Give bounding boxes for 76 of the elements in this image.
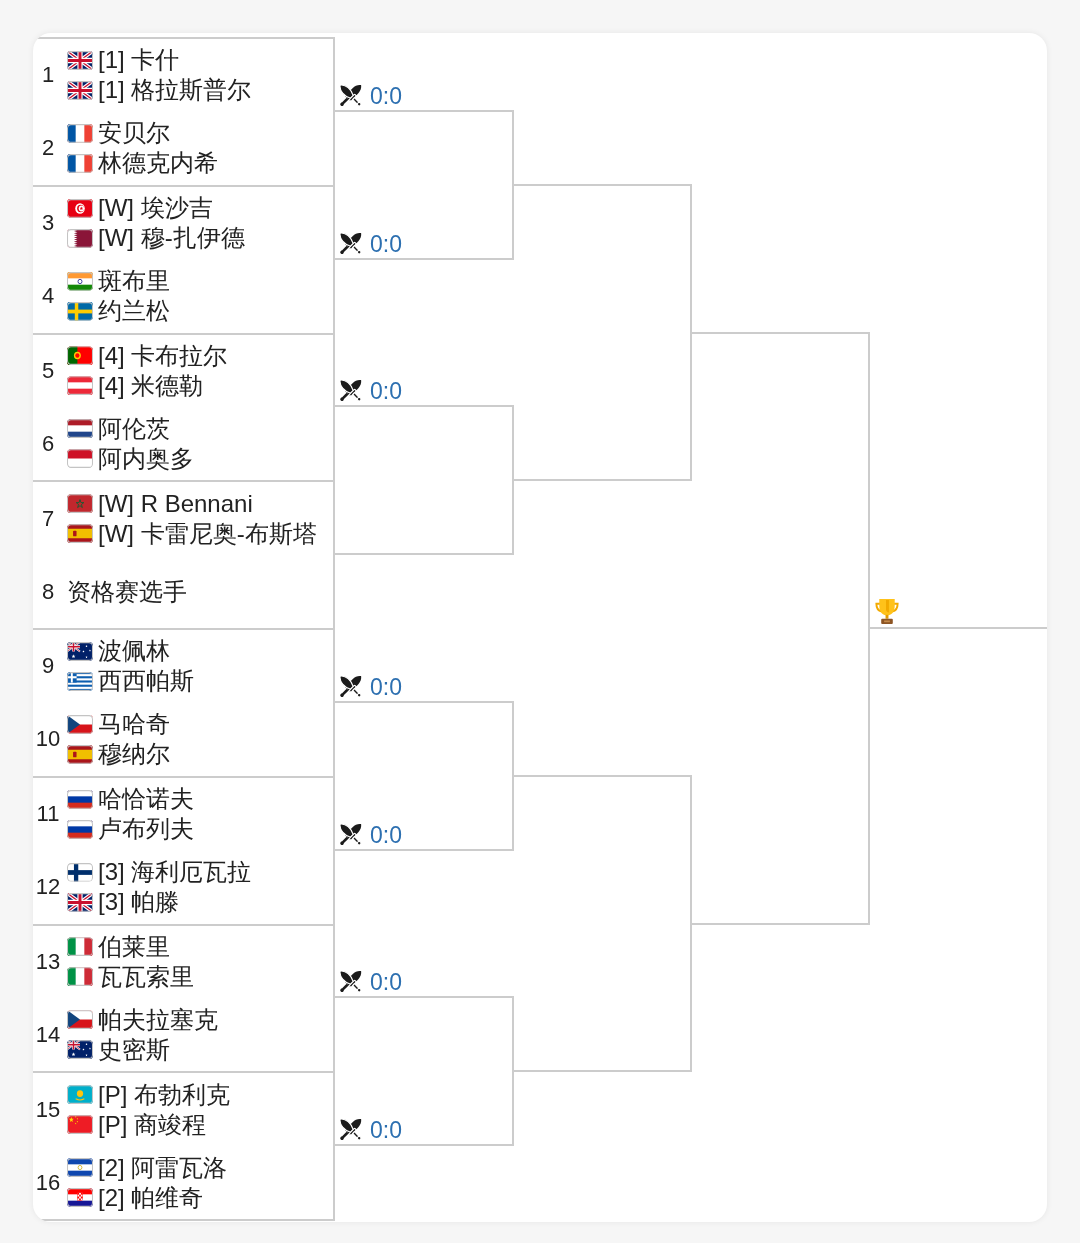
player-name: 帕夫拉塞克 <box>98 1005 218 1034</box>
match-box <box>33 923 335 1072</box>
player-name: [3] 帕滕 <box>98 888 180 917</box>
draw-number: 3 <box>41 210 55 237</box>
bracket-line <box>868 627 1047 629</box>
match-box <box>33 184 335 333</box>
match-score: 0:0 <box>370 230 402 257</box>
match-score: 0:0 <box>370 1117 402 1144</box>
player-name: 安贝尔 <box>98 119 170 148</box>
player-name: [W] 卡雷尼奥-布斯塔 <box>98 519 317 548</box>
draw-number: 10 <box>35 726 61 753</box>
match-score: 0:0 <box>370 82 402 109</box>
player-name: [W] 穆-扎伊德 <box>98 224 245 253</box>
draw-number: 9 <box>41 653 55 680</box>
draw-number: 8 <box>41 578 55 605</box>
player-name: 卢布列夫 <box>98 815 194 844</box>
player-name: [P] 布勃利克 <box>98 1080 230 1109</box>
draw-number: 11 <box>36 801 60 828</box>
bracket-line <box>334 1070 514 1147</box>
bracket-line <box>334 774 514 851</box>
player-name: [W] 埃沙吉 <box>98 194 213 223</box>
draw-number: 5 <box>41 357 55 384</box>
player-name: [1] 卡什 <box>98 46 180 75</box>
player-name: 穆纳尔 <box>98 740 170 769</box>
match-box <box>33 775 335 924</box>
player-name: [P] 商竣程 <box>98 1110 206 1139</box>
player-name: 波佩林 <box>98 637 170 666</box>
draw-number: 16 <box>35 1169 61 1196</box>
bracket-line <box>512 183 692 334</box>
match-score: 0:0 <box>370 821 402 848</box>
player-name: 林德克内希 <box>98 149 218 178</box>
player-name: [1] 格拉斯普尔 <box>98 76 252 105</box>
bracket-line <box>690 627 870 925</box>
draw-number: 14 <box>35 1021 61 1048</box>
draw-number: 12 <box>35 874 61 901</box>
bracket-line <box>512 922 692 1073</box>
player-name: 西西帕斯 <box>98 667 194 696</box>
bracket-line <box>334 700 514 777</box>
match-box <box>33 480 335 628</box>
bracket-line <box>690 331 870 629</box>
draw-number: 15 <box>35 1096 61 1123</box>
bracket-line <box>334 996 514 1073</box>
draw-number: 1 <box>41 62 55 89</box>
match-score: 0:0 <box>370 378 402 405</box>
draw-number: 6 <box>41 430 55 457</box>
bracket-line <box>512 774 692 925</box>
bracket-line <box>334 479 514 556</box>
player-name: 阿伦茨 <box>98 414 170 443</box>
player-name: [2] 阿雷瓦洛 <box>98 1153 228 1182</box>
player-name: 史密斯 <box>98 1035 170 1064</box>
match-score: 0:0 <box>370 673 402 700</box>
match-box <box>33 332 335 481</box>
draw-number: 2 <box>41 135 55 162</box>
draw-number: 4 <box>41 283 55 310</box>
match-box <box>33 1071 335 1221</box>
player-name: [3] 海利厄瓦拉 <box>98 858 252 887</box>
bracket-line <box>334 405 514 482</box>
match-box <box>33 628 335 776</box>
bracket-line <box>334 109 514 186</box>
player-name: [4] 米德勒 <box>98 371 204 400</box>
player-name: [4] 卡布拉尔 <box>98 341 228 370</box>
player-name: 哈恰诺夫 <box>98 785 194 814</box>
player-name: [W] R Bennani <box>98 489 253 518</box>
match-score: 0:0 <box>370 969 402 996</box>
player-name: 伯莱里 <box>98 932 170 961</box>
player-name: 斑布里 <box>98 267 170 296</box>
draw-number: 7 <box>41 505 55 532</box>
draw-number: 13 <box>35 948 61 975</box>
bracket-line <box>512 331 692 482</box>
player-name: 马哈奇 <box>98 710 170 739</box>
player-name: 约兰松 <box>98 297 170 326</box>
bracket-line <box>334 183 514 260</box>
player-name: 阿内奥多 <box>98 444 194 473</box>
player-name: 瓦瓦索里 <box>98 962 194 991</box>
player-name: [2] 帕维奇 <box>98 1183 204 1212</box>
player-name: 资格赛选手 <box>67 577 187 606</box>
